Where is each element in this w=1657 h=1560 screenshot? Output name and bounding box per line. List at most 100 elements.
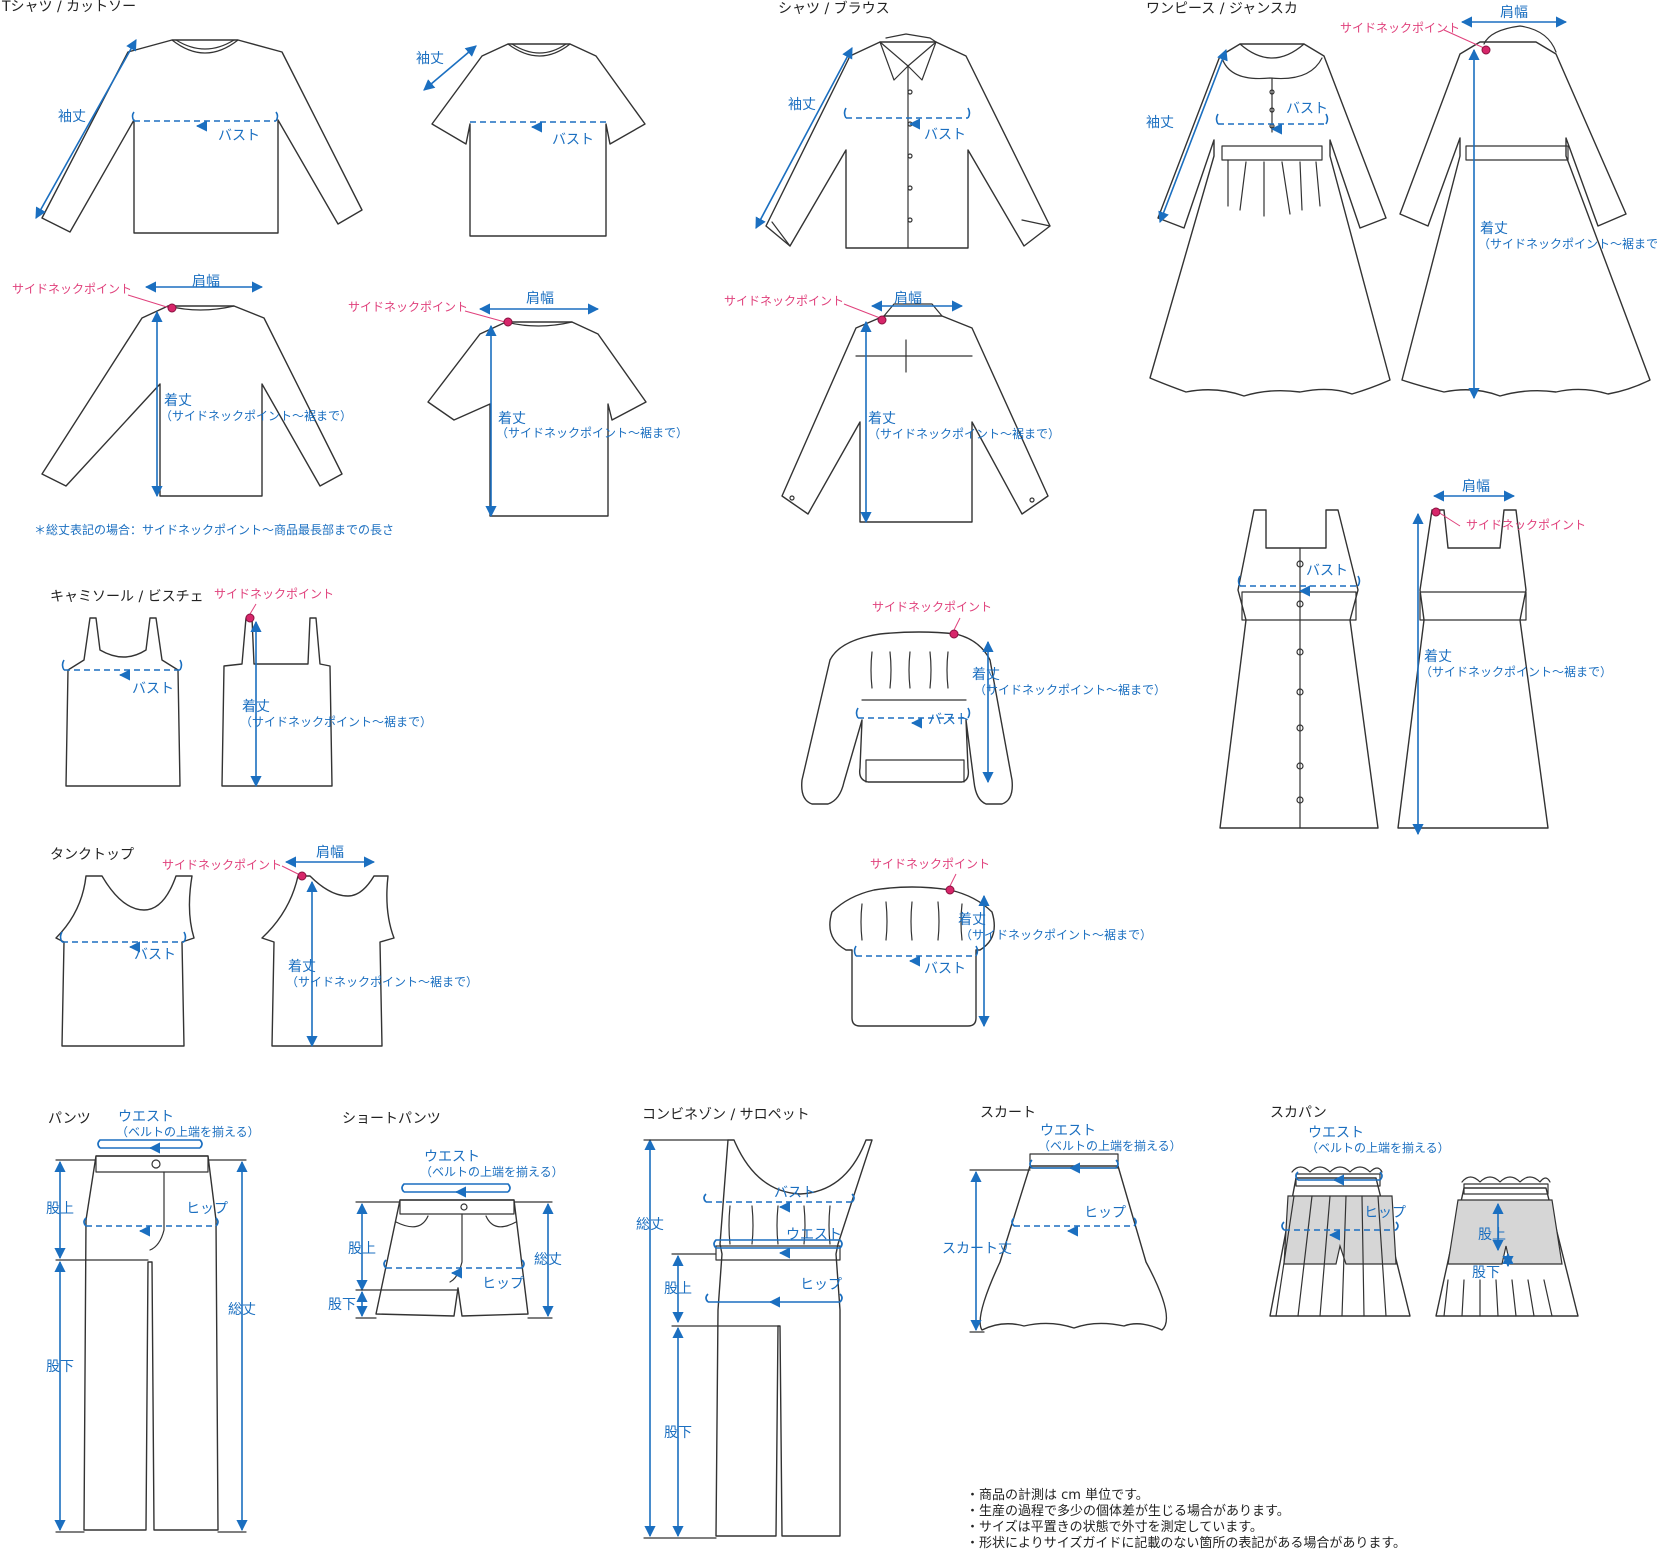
label-length: 着丈 (498, 411, 526, 427)
tshirt-short-front (423, 43, 646, 237)
label-waist-note: （ベルトの上端を揃える） (1038, 1139, 1182, 1153)
label-length-note: （サイドネックポイント〜裾まで） (286, 975, 479, 989)
label-bust: バスト (1286, 101, 1328, 117)
label-hip: ヒップ (800, 1277, 842, 1293)
label-length: 着丈 (1424, 649, 1452, 665)
heading-onepiece: ワンピース / ジャンスカ (1146, 1, 1298, 17)
label-shoulder: 肩幅 (192, 274, 220, 290)
label-total-length: 総丈 (228, 1302, 256, 1318)
label-length-note: （サイドネックポイント〜裾まで） (1420, 665, 1613, 679)
label-bust: バスト (134, 947, 176, 963)
label-skirt-length: スカート丈 (942, 1241, 1012, 1257)
label-total-length: 総丈 (636, 1217, 664, 1233)
label-shoulder: 肩幅 (1500, 5, 1528, 21)
label-sleeve: 袖丈 (58, 109, 86, 125)
pants (54, 1139, 248, 1533)
shirt-front (755, 33, 1051, 249)
tshirt-longsleeve-back (41, 281, 343, 498)
label-length: 着丈 (868, 411, 896, 427)
label-side-neck-point: サイドネックポイント (12, 282, 133, 296)
balloon-blouse-short (829, 873, 995, 1028)
heading-shirt: シャツ / ブラウス (778, 1, 890, 17)
label-length-note: （サイドネックポイント〜裾まで） (240, 715, 433, 729)
jumperskirt-front (1219, 509, 1379, 829)
label-rise: 股上 (1478, 1227, 1506, 1243)
label-length: 着丈 (1480, 221, 1508, 237)
label-waist-note: （ベルトの上端を揃える） (1306, 1141, 1450, 1155)
label-bust: バスト (928, 712, 970, 728)
label-length: 着丈 (242, 699, 270, 715)
camisole-back (221, 603, 333, 788)
label-side-neck-point: サイドネックポイント (1466, 518, 1587, 532)
label-sleeve: 袖丈 (788, 97, 816, 113)
note-1: ・商品の計測は cm 単位です。 (966, 1488, 1149, 1503)
note-3: ・サイズは平置きの状態で外寸を測定しています。 (966, 1520, 1263, 1535)
label-length: 着丈 (958, 912, 986, 928)
heading-tshirt: Tシャツ / カットソー (2, 0, 137, 15)
combinaison (643, 1138, 873, 1539)
note-4: ・形状によりサイズガイドに記載のない箇所の表記がある場合があります。 (966, 1536, 1407, 1551)
heading-combi: コンビネゾン / サロペット (642, 1107, 810, 1123)
heading-shorts: ショートパンツ (342, 1111, 441, 1127)
label-length-note: （サイドネックポイント〜裾まで） (160, 409, 353, 423)
shortpants (355, 1183, 554, 1319)
label-shoulder: 肩幅 (894, 291, 922, 307)
heading-pants: パンツ (48, 1111, 91, 1127)
shirt-back (781, 300, 1049, 524)
label-sleeve: 袖丈 (416, 51, 444, 67)
label-side-neck-point: サイドネックポイント (348, 300, 469, 314)
footnote-total-length: ＊総丈表記の場合：サイドネックポイント〜商品最長部までの長さ (34, 523, 395, 537)
tanktop-back (261, 856, 395, 1048)
jumperskirt-back (1397, 490, 1549, 836)
onepiece-back (1399, 16, 1651, 400)
label-bust: バスト (218, 128, 260, 144)
label-length-note: （サイドネックポイント〜裾まで） (868, 427, 1061, 441)
label-length-note: （サイドネックポイント〜裾まで） (960, 928, 1153, 942)
label-hip: ヒップ (1084, 1205, 1126, 1221)
label-hip: ヒップ (186, 1201, 228, 1217)
label-waist: ウエスト (118, 1109, 174, 1125)
label-length-note: （サイドネックポイント〜裾まで） (496, 426, 689, 440)
note-2: ・生産の過程で多少の個体差が生じる場合があります。 (966, 1504, 1290, 1519)
tanktop-front (55, 875, 195, 1047)
label-bust: バスト (552, 132, 594, 148)
label-hip: ヒップ (1364, 1205, 1406, 1221)
label-total-length: 総丈 (534, 1252, 562, 1268)
label-length-note: （サイドネックポイント〜裾まで） (974, 683, 1167, 697)
label-shoulder: 肩幅 (526, 291, 554, 307)
label-waist: ウエスト (1308, 1125, 1364, 1141)
tshirt-longsleeve-front (35, 39, 363, 234)
label-length: 着丈 (288, 959, 316, 975)
label-waist-note: （ベルトの上端を揃える） (420, 1165, 564, 1179)
label-waist: ウエスト (1040, 1123, 1096, 1139)
heading-skapan: スカパン (1270, 1105, 1327, 1121)
label-length: 着丈 (164, 393, 192, 409)
label-waist-note: （ベルトの上端を揃える） (116, 1125, 260, 1139)
skapan-front (1269, 1166, 1411, 1317)
label-sleeve: 袖丈 (1146, 115, 1174, 131)
label-side-neck-point: サイドネックポイント (724, 294, 845, 308)
heading-skirt: スカート (980, 1105, 1036, 1121)
skapan-back (1435, 1176, 1579, 1317)
label-hip: ヒップ (482, 1276, 524, 1292)
label-waist: ウエスト (786, 1227, 842, 1243)
balloon-blouse-long (801, 617, 1013, 805)
label-rise: 股上 (348, 1241, 376, 1257)
label-bust: バスト (924, 127, 966, 143)
label-shoulder: 肩幅 (316, 845, 344, 861)
label-inseam: 股下 (1472, 1265, 1500, 1281)
label-bust: バスト (774, 1185, 816, 1201)
label-length-note: （サイドネックポイント〜裾まで） (1478, 237, 1657, 251)
label-waist: ウエスト (424, 1149, 480, 1165)
camisole-front (61, 617, 183, 787)
heading-camisole: キャミソール / ビスチェ (50, 589, 204, 605)
label-side-neck-point: サイドネックポイント (1340, 21, 1461, 35)
label-rise: 股上 (664, 1281, 692, 1297)
onepiece-front (1149, 43, 1391, 397)
label-inseam: 股下 (46, 1359, 74, 1375)
heading-tanktop: タンクトップ (50, 847, 134, 863)
label-bust: バスト (132, 681, 174, 697)
skirt (969, 1153, 1168, 1333)
label-side-neck-point: サイドネックポイント (162, 858, 283, 872)
